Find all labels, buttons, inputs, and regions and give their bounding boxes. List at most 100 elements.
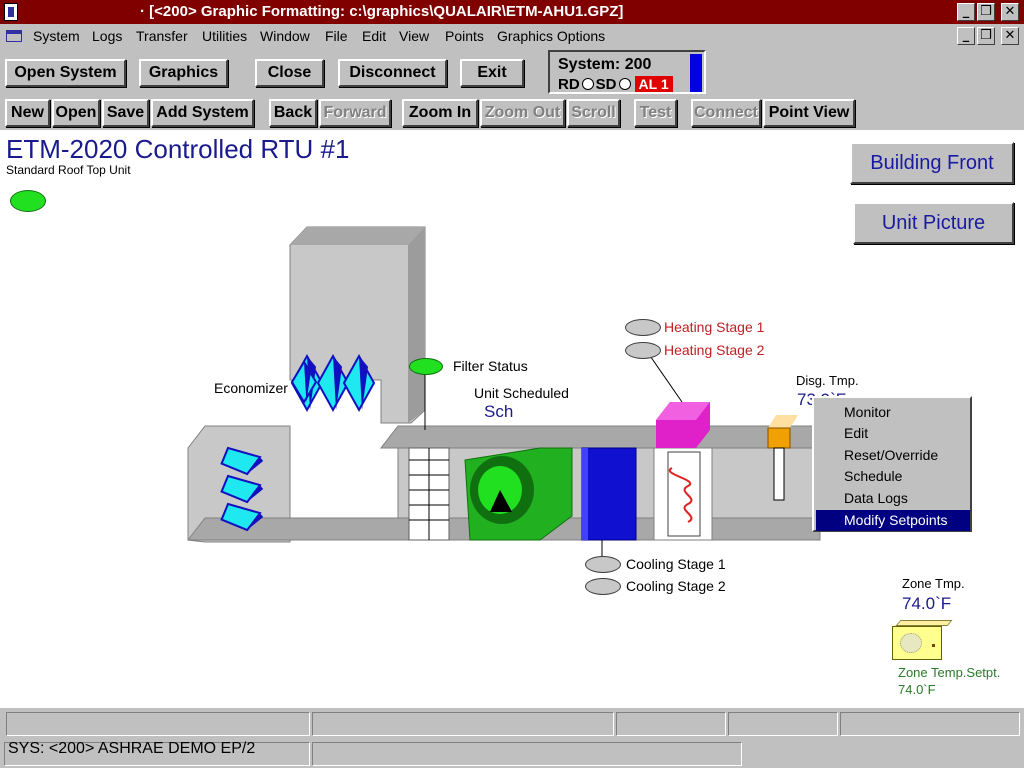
menu-transfer[interactable]: Transfer [136, 28, 188, 44]
forward-button[interactable]: Forward [319, 99, 391, 127]
unit-picture-button[interactable]: Unit Picture [853, 202, 1014, 244]
economizer-dampers [220, 353, 376, 532]
sd-label: SD [595, 76, 617, 93]
new-button[interactable]: New [5, 99, 50, 127]
disconnect-button[interactable]: Disconnect [338, 59, 447, 87]
menu-item-schedule[interactable]: Schedule [844, 468, 903, 484]
scroll-button[interactable]: Scroll [567, 99, 620, 127]
heating-section [653, 447, 713, 541]
signal-bar [690, 54, 702, 92]
cooling-stage-2-label: Cooling Stage 2 [626, 578, 726, 594]
sd-indicator-icon [618, 78, 631, 90]
test-button[interactable]: Test [634, 99, 677, 127]
child-minimize-button[interactable]: _ [957, 27, 975, 45]
open-system-button[interactable]: Open System [5, 59, 126, 87]
menu-item-edit[interactable]: Edit [844, 425, 869, 441]
heating-stage-1-indicator[interactable] [625, 319, 661, 336]
filter-status-indicator[interactable] [409, 358, 443, 375]
save-button[interactable]: Save [102, 99, 149, 127]
rd-label: RD [558, 76, 580, 93]
alarm-badge[interactable]: AL 1 [634, 76, 673, 92]
exit-button[interactable]: Exit [460, 59, 524, 87]
document-icon[interactable] [6, 30, 22, 42]
discharge-probe [773, 447, 785, 501]
menu-item-reset-override[interactable]: Reset/Override [844, 447, 939, 463]
child-close-button[interactable]: ✕ [1001, 27, 1019, 45]
system-status-box: System: 200 RD SD AL 1 [548, 50, 706, 94]
heating-stage-1-label: Heating Stage 1 [664, 319, 765, 335]
fan-blade-icon [490, 490, 512, 512]
point-context-menu: Monitor Edit Reset/Override Schedule Dat… [812, 396, 972, 532]
open-button[interactable]: Open [52, 99, 100, 127]
zoom-out-button[interactable]: Zoom Out [480, 99, 565, 127]
damper-blade-shade [333, 356, 342, 410]
status-text: SYS: <200> ASHRAE DEMO EP/2 [8, 740, 256, 757]
unit-scheduled-value[interactable]: Sch [484, 402, 514, 421]
close-button[interactable]: ✕ [1001, 3, 1019, 21]
damper-blade-shade [304, 362, 312, 402]
menu-window[interactable]: Window [260, 28, 310, 44]
menu-item-monitor[interactable]: Monitor [844, 404, 891, 420]
filter-status-label: Filter Status [453, 358, 528, 374]
menu-utilities[interactable]: Utilities [202, 28, 248, 44]
damper-blade [220, 502, 262, 532]
thermostat-icon[interactable] [892, 620, 953, 660]
zone-setpoint-label: Zone Temp.Setpt. [898, 665, 1001, 680]
window-title: · [<200> Graphic Formatting: c:\graphics… [140, 3, 624, 20]
damper-blade-shade [359, 356, 368, 410]
heating-stage-2-indicator[interactable] [625, 342, 661, 359]
duct-top-face [290, 227, 425, 245]
status-panel-system [4, 742, 310, 766]
minimize-button[interactable]: _ [957, 3, 975, 21]
heating-element-icon [668, 467, 693, 523]
menu-points[interactable]: Points [445, 28, 484, 44]
rd-indicator-icon [581, 78, 594, 90]
point-view-button[interactable]: Point View [763, 99, 855, 127]
zone-setpoint-value[interactable]: 74.0`F [898, 682, 936, 697]
menu-edit[interactable]: Edit [362, 28, 387, 44]
damper-blade-shade [247, 457, 264, 474]
restore-button[interactable]: ❒ [977, 3, 995, 21]
cooling-stage-1-label: Cooling Stage 1 [626, 556, 726, 572]
damper-blade-shade [247, 513, 264, 530]
status-panel-1 [6, 712, 310, 736]
system-menu-icon[interactable] [4, 3, 18, 21]
economizer-label: Economizer [214, 380, 288, 396]
back-button[interactable]: Back [269, 99, 317, 127]
menu-system[interactable]: System [33, 28, 80, 44]
zone-temp-value[interactable]: 74.0`F [902, 594, 952, 613]
title-bar: · [<200> Graphic Formatting: c:\graphics… [0, 0, 1024, 24]
building-front-button[interactable]: Building Front [850, 142, 1014, 184]
page-title: ETM-2020 Controlled RTU #1 [6, 134, 350, 164]
menu-item-data-logs[interactable]: Data Logs [844, 490, 908, 506]
menu-logs[interactable]: Logs [92, 28, 123, 44]
discharge-temp-label: Disg. Tmp. [796, 373, 859, 388]
system-indicators: RD SD AL 1 [558, 76, 673, 93]
status-panel-5 [840, 712, 1020, 736]
menu-bar: System Logs Transfer Utilities Window Fi… [0, 24, 1024, 48]
menu-file[interactable]: File [325, 28, 348, 44]
page-subtitle: Standard Roof Top Unit [6, 163, 131, 177]
system-number: System: 200 [558, 56, 652, 73]
cooling-coil [581, 447, 637, 541]
cooling-stage-1-indicator[interactable] [585, 556, 621, 573]
zoom-in-button[interactable]: Zoom In [402, 99, 478, 127]
unit-scheduled-label: Unit Scheduled [474, 385, 569, 401]
damper-blade [220, 446, 262, 476]
status-panel-4 [728, 712, 838, 736]
close-system-button[interactable]: Close [255, 59, 324, 87]
connect-button[interactable]: Connect [691, 99, 761, 127]
menu-item-modify-setpoints[interactable]: Modify Setpoints [816, 510, 970, 531]
status-panel-message [312, 742, 742, 766]
menu-view[interactable]: View [399, 28, 430, 44]
cooling-stage-2-indicator[interactable] [585, 578, 621, 595]
unit-status-indicator[interactable] [10, 190, 46, 212]
damper-blade [220, 474, 262, 504]
status-panel-2 [312, 712, 614, 736]
graphics-button[interactable]: Graphics [139, 59, 228, 87]
damper-blade-shade [247, 485, 264, 502]
menu-graphics-options[interactable]: Graphics Options [497, 28, 606, 44]
damper-blade [342, 353, 376, 413]
child-restore-button[interactable]: ❒ [977, 27, 995, 45]
add-system-button[interactable]: Add System [151, 99, 254, 127]
